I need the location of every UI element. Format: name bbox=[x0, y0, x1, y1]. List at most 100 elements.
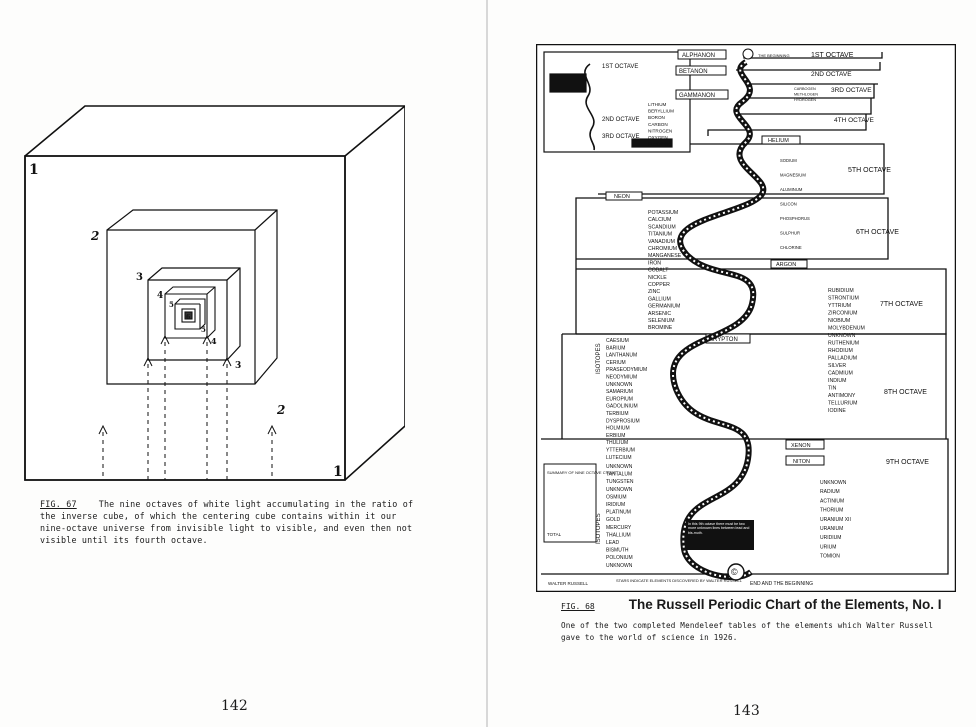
octave-label-3: 3RD OCTAVE bbox=[831, 87, 872, 94]
label-1-front: 1 bbox=[333, 464, 343, 480]
element-label: BERYLLIUM bbox=[648, 109, 674, 114]
element-label: CAESIUM bbox=[606, 338, 629, 344]
copyright-circle bbox=[727, 563, 745, 581]
element-label: OSMIUM bbox=[606, 494, 627, 500]
label-4-front: 4 bbox=[211, 336, 217, 346]
beginning-circle bbox=[742, 48, 754, 60]
element-label: STRONTIUM bbox=[828, 296, 859, 302]
element-label: IRON bbox=[648, 260, 661, 266]
element-label: URIDIUM bbox=[820, 535, 841, 541]
isotopes-label-8: ISOTOPES bbox=[596, 343, 602, 374]
ninth-octave-note-box bbox=[686, 520, 754, 550]
label-4: 4 bbox=[157, 291, 163, 301]
octave-label-4: 4TH OCTAVE bbox=[834, 117, 875, 124]
element-label: INDIUM bbox=[828, 378, 846, 384]
element-label: UNKNOWN bbox=[606, 563, 633, 569]
element-label: URANIUM XII bbox=[820, 517, 851, 523]
element-label: ALUMINUM bbox=[780, 187, 803, 192]
element-label: NIOBIUM bbox=[828, 318, 850, 324]
octave-label-5: 5TH OCTAVE bbox=[848, 167, 891, 174]
element-label: THULIUM bbox=[606, 440, 628, 446]
octave-label-6: 6TH OCTAVE bbox=[856, 229, 899, 236]
element-label: YTTERBIUM bbox=[606, 448, 635, 454]
fig-67-text: The nine octaves of white light accumula… bbox=[40, 499, 414, 545]
element-label: ACTINIUM bbox=[820, 498, 844, 504]
copyright-symbol: © bbox=[731, 567, 738, 577]
element-label: SODIUM bbox=[780, 158, 797, 163]
element-label: GERMANIUM bbox=[648, 304, 680, 310]
label-6: 6 bbox=[186, 314, 190, 321]
element-label: POLONIUM bbox=[606, 555, 633, 561]
element-label: PHOSPHORUS bbox=[780, 216, 810, 221]
element-label: ARSENIC bbox=[648, 311, 671, 317]
xenon-label: XENON bbox=[791, 443, 811, 449]
element-label: THORIUM bbox=[820, 508, 843, 514]
element-label: METHLOGEN bbox=[794, 93, 818, 97]
element-label: TELLURIUM bbox=[828, 401, 857, 407]
element-label: ERBIUM bbox=[606, 433, 625, 439]
element-label: URIUM bbox=[820, 544, 836, 550]
element-label: UNKNOWN bbox=[606, 382, 633, 388]
label-3: 3 bbox=[136, 272, 143, 283]
element-label: TIN bbox=[828, 386, 837, 392]
element-label: HYDROGEN bbox=[794, 98, 816, 102]
beginning-label: THE BEGINNING bbox=[758, 53, 790, 58]
element-label: TITANIUM bbox=[648, 232, 672, 238]
element-label: PRASEODYMIUM bbox=[606, 367, 647, 373]
element-spiral-ticks bbox=[672, 61, 765, 579]
element-label: SELENIUM bbox=[648, 318, 675, 324]
page-number-left: 142 bbox=[221, 698, 248, 714]
element-label: LUTECIUM bbox=[606, 455, 632, 461]
argon-label: ARGON bbox=[776, 262, 796, 268]
element-label: MERCURY bbox=[606, 525, 632, 531]
element-label: UNKNOWN bbox=[606, 464, 633, 470]
element-label: CERIUM bbox=[606, 360, 626, 366]
cube-4 bbox=[164, 286, 216, 339]
element-label: GADOLINIUM bbox=[606, 404, 638, 410]
element-label: CARBON bbox=[648, 122, 668, 127]
element-label: RUTHENIUM bbox=[828, 341, 859, 347]
element-label: TUNGSTEN bbox=[606, 479, 634, 485]
element-label: FLUORINE bbox=[648, 142, 671, 147]
element-label: TERBIUM bbox=[606, 411, 629, 417]
element-label: SCANDIUM bbox=[648, 224, 676, 230]
signature-walter-russell: WALTER RUSSELL bbox=[548, 581, 589, 586]
alphanon-label: ALPHANON bbox=[682, 53, 715, 59]
gammanon-label: GAMMANON bbox=[679, 93, 715, 99]
label-1-outer: 1 bbox=[29, 162, 39, 178]
octave-1-top-label: 1ST OCTAVE bbox=[811, 52, 854, 59]
element-label: GOLD bbox=[606, 517, 621, 523]
element-label: PLATINUM bbox=[606, 510, 631, 516]
element-label: UNKNOWN bbox=[820, 480, 847, 486]
element-label: CHLORINE bbox=[780, 245, 802, 250]
element-label: GALLIUM bbox=[648, 296, 671, 302]
octave-label-9: 9TH OCTAVE bbox=[886, 459, 929, 466]
element-label: CALCIUM bbox=[648, 217, 671, 223]
element-label: IRIDIUM bbox=[606, 502, 625, 508]
element-label: UNKNOWN bbox=[606, 487, 633, 493]
fig-68-caption-row: FIG. 68 The Russell Periodic Chart of th… bbox=[561, 597, 961, 612]
element-label: MOLYBDENUM bbox=[828, 326, 865, 332]
krypton-label: KRYPTON bbox=[709, 337, 738, 343]
page-number-right: 143 bbox=[733, 703, 760, 719]
element-label: CARBOGEN bbox=[794, 87, 816, 91]
element-label: ANTIMONY bbox=[828, 393, 856, 399]
octave-label-7: 7TH OCTAVE bbox=[880, 301, 923, 308]
element-label: LANTHANUM bbox=[606, 353, 637, 359]
ray-arrows bbox=[98, 334, 277, 435]
label-2-front: 2 bbox=[276, 403, 285, 417]
octave-label-8: 8TH OCTAVE bbox=[884, 389, 927, 396]
book-gutter bbox=[486, 0, 488, 727]
ninth-octave-note: In this 9th octave there must be two mor… bbox=[688, 522, 749, 535]
isotopes-label-9: ISOTOPES bbox=[596, 513, 602, 544]
summary-total: TOTAL bbox=[547, 532, 562, 537]
element-label: COBALT bbox=[648, 268, 669, 274]
element-label: BROMINE bbox=[648, 325, 673, 331]
element-label: BISMUTH bbox=[606, 548, 629, 554]
element-label: NICKLE bbox=[648, 275, 667, 281]
element-label: UNKNOWN bbox=[828, 333, 856, 339]
element-label: CADMIUM bbox=[828, 371, 853, 377]
summary-title: SUMMARY OF NINE OCTAVE CYCLE bbox=[547, 470, 616, 475]
element-label: MANGANESE bbox=[648, 253, 682, 259]
